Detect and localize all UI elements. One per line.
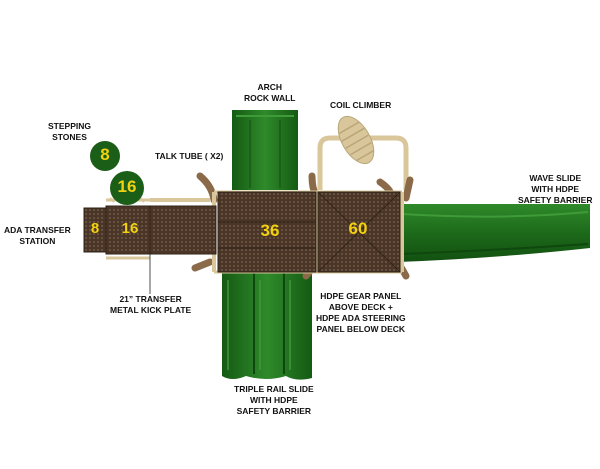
stone-height-8: 8 [100,145,110,164]
main-deck-60 [317,191,401,273]
triple-rail-slide [222,270,312,380]
deck-height-36: 36 [260,221,280,240]
arch-rock-wall [232,110,298,190]
stepping-stone-8 [90,141,120,171]
deck-height-16: 16 [121,220,139,237]
main-deck-36 [217,191,317,273]
wave-slide [398,204,590,262]
stepping-stone-16 [110,171,144,205]
stone-height-16: 16 [117,177,137,196]
deck-height-60: 60 [348,219,368,238]
ada-transfer-deck [83,197,217,260]
stepping-stones [90,141,144,205]
label-talk-tube: TALK TUBE ( X2) [155,151,224,161]
deck-height-8: 8 [90,220,100,237]
coil-climber [317,115,409,190]
label-coil-climber: COIL CLIMBER [330,100,392,110]
